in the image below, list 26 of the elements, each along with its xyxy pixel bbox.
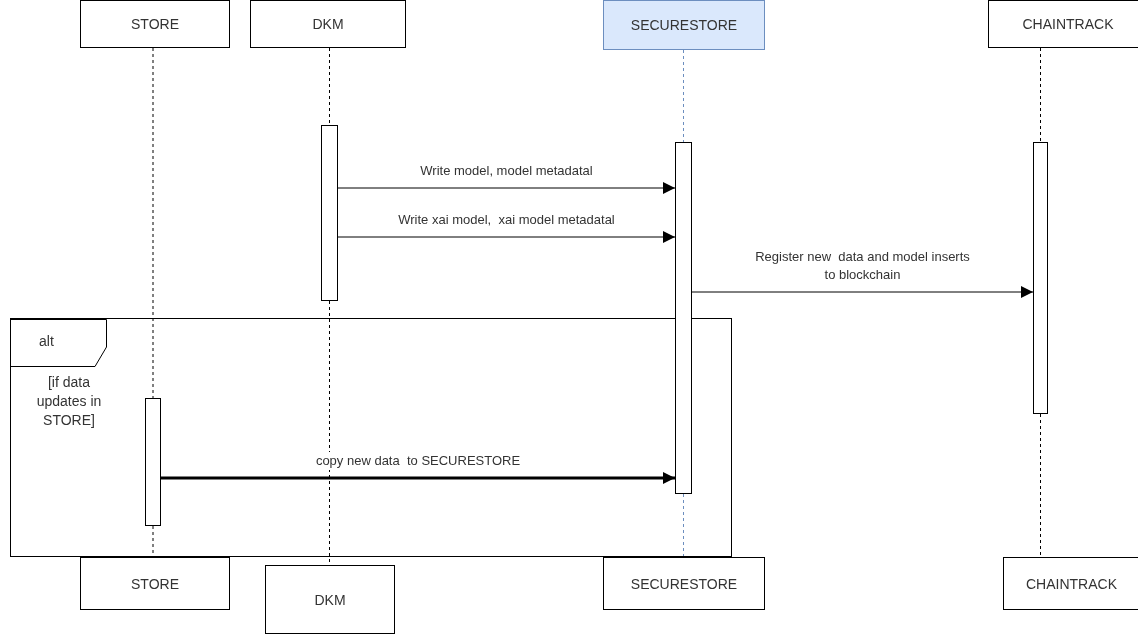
- activation-bar: [1033, 142, 1048, 414]
- message-arrow: [161, 472, 675, 484]
- message-arrow: [337, 231, 676, 243]
- guard-condition: [if data updates in STORE]: [35, 373, 103, 430]
- participant-box: SECURESTORE: [603, 0, 765, 50]
- edge-label: copy new data to SECURESTORE: [315, 452, 521, 470]
- participant-box: DKM: [265, 565, 395, 634]
- lifeline: [683, 493, 684, 558]
- participant-box: DKM: [250, 0, 406, 48]
- lifeline: [683, 49, 684, 143]
- participant-box: STORE: [80, 0, 230, 48]
- frame-label: alt: [39, 333, 54, 349]
- participant-box: STORE: [80, 557, 230, 610]
- message-arrow: [337, 182, 676, 194]
- message-arrow: [691, 286, 1034, 298]
- participant-box: CHAINTRACK: [1003, 557, 1138, 610]
- activation-bar: [145, 398, 161, 526]
- lifeline: [152, 47, 154, 399]
- activation-bar: [675, 142, 692, 494]
- lifeline: [1040, 413, 1041, 558]
- participant-box: CHAINTRACK: [988, 0, 1138, 48]
- lifeline: [1040, 47, 1041, 143]
- lifeline: [329, 47, 330, 126]
- participant-box: SECURESTORE: [603, 557, 765, 610]
- alt-frame: [10, 318, 732, 557]
- activation-bar: [321, 125, 338, 301]
